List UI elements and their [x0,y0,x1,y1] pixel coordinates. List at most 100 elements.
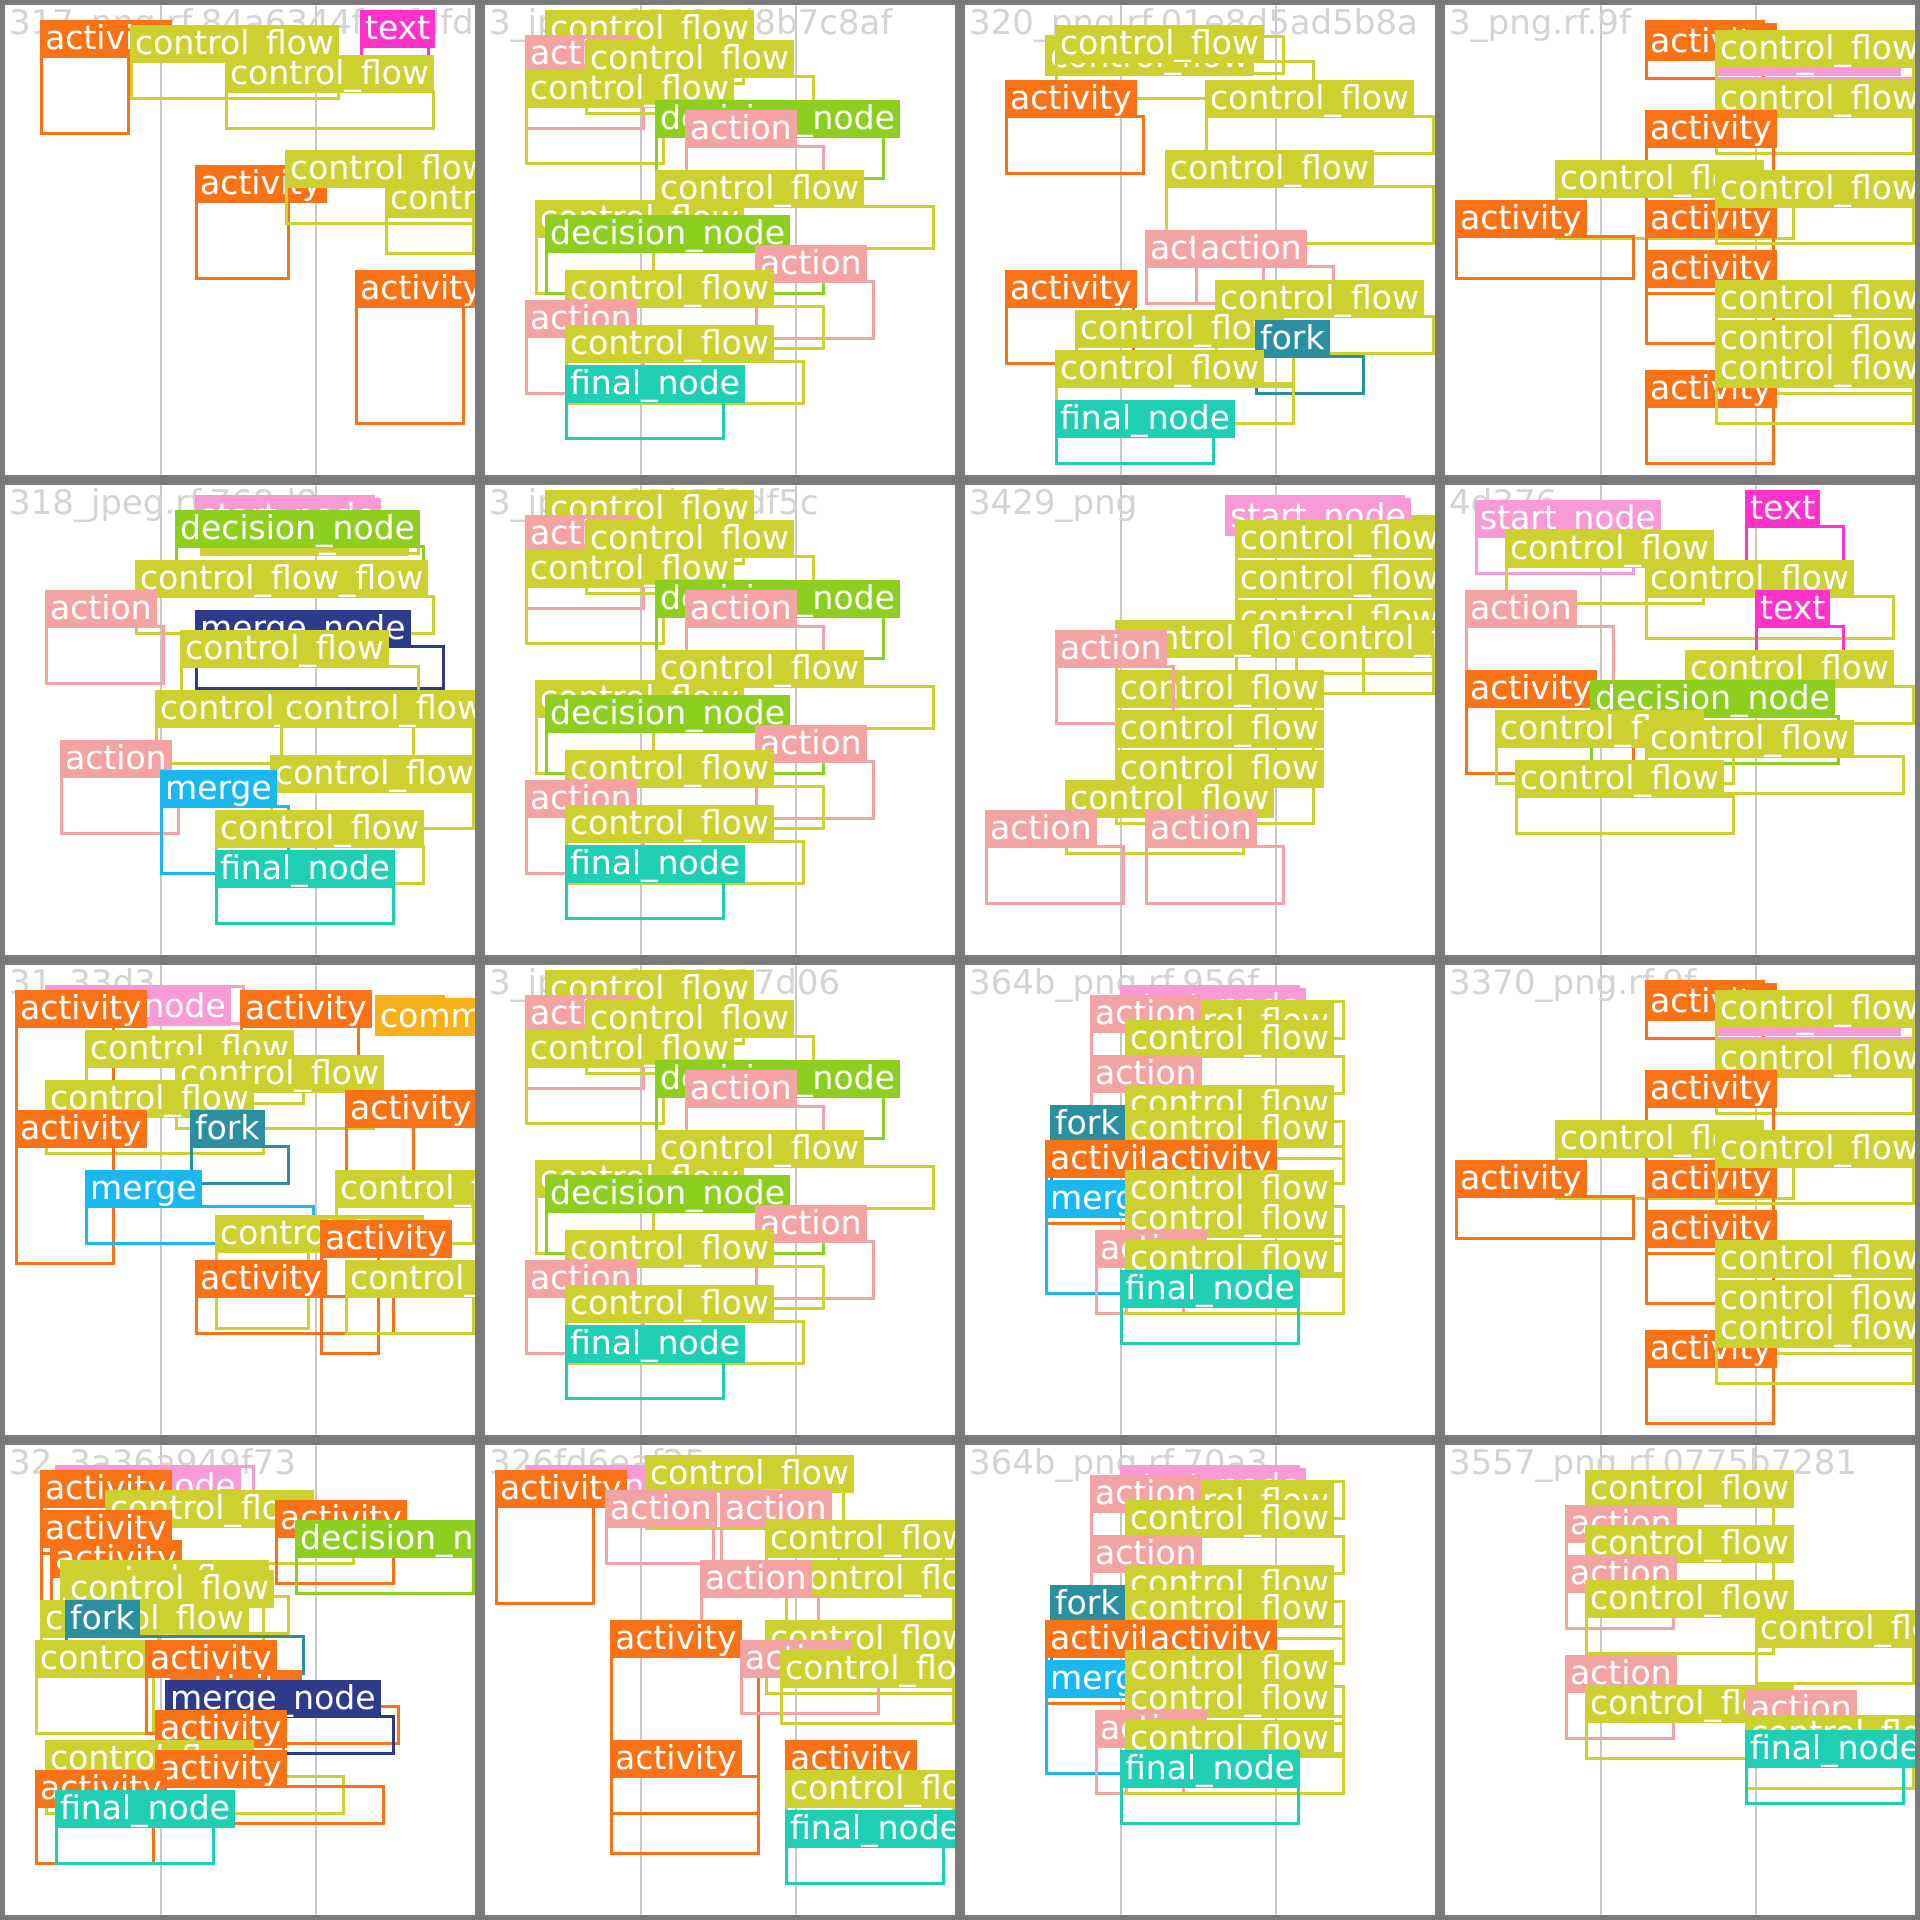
annotation-box-action: action [985,810,1125,905]
annotation-label: final_node [55,1790,235,1828]
annotation-box-merge: merge [160,770,290,875]
annotation-box-control-flow: control_flow [1585,1580,1794,1655]
annotation-box-control-flow: control_flow [565,1285,805,1365]
annotation-box-action: action [685,110,825,195]
annotation-label: final_node [1120,1270,1300,1308]
annotation-label: final_node [1745,1730,1915,1768]
annotation-box-control-flow: control_flow [1075,310,1295,385]
annotation-label: control_flow [1715,1240,1915,1278]
swimlane-divider [160,5,163,475]
annotation-label: action [1195,230,1307,268]
annotation-box-action: action [60,740,180,835]
annotation-box-control-flow: control_flow [525,550,734,645]
annotation-box-control-flow: control_flow [780,1650,955,1725]
annotation-label: control_flow [225,55,434,93]
annotation-label: control_flow [1755,1610,1915,1648]
annotation-box-activity: activity [1005,80,1145,175]
annotation-box-control-flow: control_flow [525,70,734,165]
annotation-label: control_flow [270,755,475,793]
annotation-box-activity: activity [155,1750,385,1825]
annotation-box-activity: activity [1645,370,1777,465]
annotation-box-final-node: final_node [55,1790,235,1865]
annotation-box-control-flow: control_flow [385,180,475,255]
annotation-label: activity [195,1260,327,1298]
annotation-label: action [1055,630,1167,668]
annotation-box-activity: activity [195,165,327,280]
annotation-label: fork [1050,1585,1125,1623]
annotation-box-activity: activity [40,20,172,135]
annotation-label: control_flow [1115,670,1324,708]
annotation-label: decision_node [545,695,790,733]
diagram-tile: 4d376start_nodetextcontrol_flowcontrol_f… [1445,485,1915,955]
annotation-box-final-node: final_node [565,845,745,920]
annotation-box-control-flow: control_flow [1715,1240,1915,1320]
annotation-label: final_node [785,1810,955,1848]
diagram-tile: 31_33d3start_nodecommentactivityactivity… [5,965,475,1435]
annotation-label: control_flow [1585,1525,1794,1563]
annotation-label: activity [1645,1070,1777,1108]
annotation-box-control-flow: control_flow [1715,1310,1915,1385]
annotation-label: control_flow [180,630,389,668]
annotation-box-control-flow: control_flow [1055,25,1315,100]
annotation-label: fork [1050,1105,1125,1143]
annotation-label: control_flow [780,1650,955,1688]
annotation-box-control-flow: control_flow [335,1170,475,1245]
annotation-box-final-node: final_node [1120,1270,1300,1345]
tile-filename: 3_png.rf.9f [1449,5,1632,43]
annotation-box-final-node: final_node [785,1810,955,1885]
diagram-tile: 3370_png.rf.9factivitystart_nodecontrol_… [1445,965,1915,1435]
annotation-label: control_flow [1645,720,1854,758]
annotation-box-decision-node: decision_node [545,695,825,775]
annotation-box-activity: activity [50,1540,182,1635]
annotation-box-control-flow: control_flow [1115,710,1324,785]
annotation-label: text [1755,590,1831,628]
annotation-box-control-flow: control_flow [35,1640,244,1735]
annotation-box-control-flow: control_flow [1165,150,1435,245]
annotation-label: activity [495,1470,627,1508]
annotation-box-control-flow: control_flow [645,1455,854,1530]
annotation-box-control-flow: control_flow [565,270,825,350]
annotation-label: control_flow [1715,350,1915,388]
annotation-box-text: text [1745,490,1845,565]
annotation-box-activity: activity [355,270,475,425]
annotation-label: control_flow [280,690,475,728]
diagram-tile: 318_jpeg.rf.768d8start_nodecontrol_flowd… [5,485,475,955]
annotation-label: control_flow [1645,560,1854,598]
annotation-label: fork [1255,320,1330,358]
swimlane-divider [795,485,798,955]
diagram-tile: 3_jpeg.rf.5320d8b7c8afcontrol_flowaction… [485,5,955,475]
annotation-box-activity: activity [195,1260,395,1335]
annotation-label: text [360,10,436,48]
annotation-label: control_flow [765,1520,955,1558]
annotation-box-control-flow: control_flow [1715,1130,1915,1205]
diagram-tile: 326fd6eaf25start_nodeactivitycontrol_flo… [485,1445,955,1915]
annotation-label: control_flow [385,180,475,218]
annotation-label: control_flow [1235,520,1435,558]
annotation-box-control-flow: control_flow [285,150,475,225]
annotation-box-comment: comment [375,995,475,1036]
annotation-label: control_flow [1715,1310,1915,1348]
annotation-label: control_flow [655,170,864,208]
annotation-label: activity [50,1540,182,1578]
annotation-box-control-flow: control_flow [345,1260,475,1335]
annotation-label: activity [15,1110,147,1148]
annotation-box-activity: activity [495,1470,627,1605]
diagram-tile: 320_png.rf.01e8d5ad5b8acontrol_flowcontr… [965,5,1435,475]
annotation-label: activity [1645,370,1777,408]
diagram-tile: 364b_png.rf.956fstart_nodecontrol_flowac… [965,965,1435,1435]
annotation-label: control_flow [1715,1130,1915,1168]
annotation-box-control-flow: control_flow [1645,560,1895,640]
annotation-box-control-flow: control_flow [1715,990,1915,1065]
annotation-box-merge: merge [85,1170,315,1245]
annotation-label: activity [1465,670,1597,708]
annotation-box-control-flow: control_flow [525,1030,734,1125]
annotation-label: control_flow [1715,170,1915,208]
annotation-box-fork: fork [1255,320,1365,395]
annotation-label: control_flow [1125,1680,1334,1718]
annotation-label: activity [155,1750,287,1788]
annotation-label: control_flow [215,810,424,848]
annotation-label: decision_node [1590,680,1835,718]
annotation-box-control-flow: control_flow [1295,620,1435,695]
annotation-label: text [1745,490,1821,528]
